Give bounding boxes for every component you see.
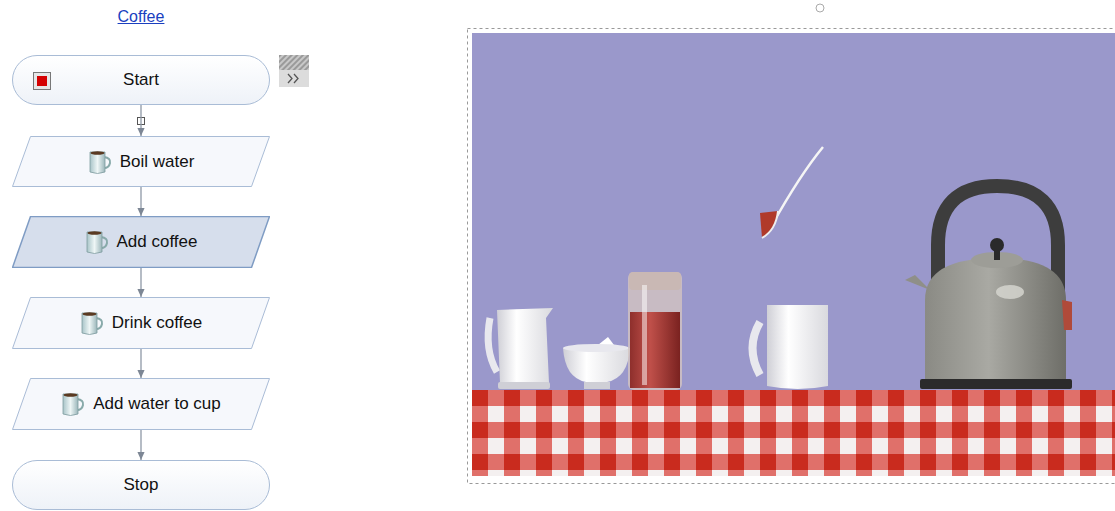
process-box: Add coffee bbox=[12, 216, 270, 268]
flow-arrow bbox=[140, 105, 141, 136]
process-box: Add water to cup bbox=[12, 378, 270, 430]
node-label: Add water to cup bbox=[93, 394, 221, 414]
flow-arrow bbox=[140, 268, 141, 297]
node-label: Start bbox=[123, 70, 159, 90]
mug-icon bbox=[85, 229, 109, 255]
toggle-button bbox=[279, 55, 309, 87]
terminal-box: Stop bbox=[12, 460, 270, 510]
flow-arrow bbox=[140, 430, 141, 460]
mug-icon bbox=[88, 149, 112, 175]
process-box: Drink coffee bbox=[12, 297, 270, 349]
process-box: Boil water bbox=[12, 136, 270, 187]
flow-arrow bbox=[140, 187, 141, 216]
mug-icon bbox=[80, 310, 104, 336]
node-label: Boil water bbox=[120, 152, 195, 172]
flow-arrow bbox=[140, 349, 141, 378]
node-label: Stop bbox=[124, 475, 159, 495]
start-icon bbox=[33, 72, 51, 90]
terminal-box: Start bbox=[12, 55, 270, 105]
node-label: Add coffee bbox=[117, 232, 198, 252]
node-label: Drink coffee bbox=[112, 313, 202, 333]
mug-icon bbox=[61, 391, 85, 417]
diagram-title: Coffee bbox=[0, 8, 282, 26]
connector-handle bbox=[138, 118, 145, 125]
